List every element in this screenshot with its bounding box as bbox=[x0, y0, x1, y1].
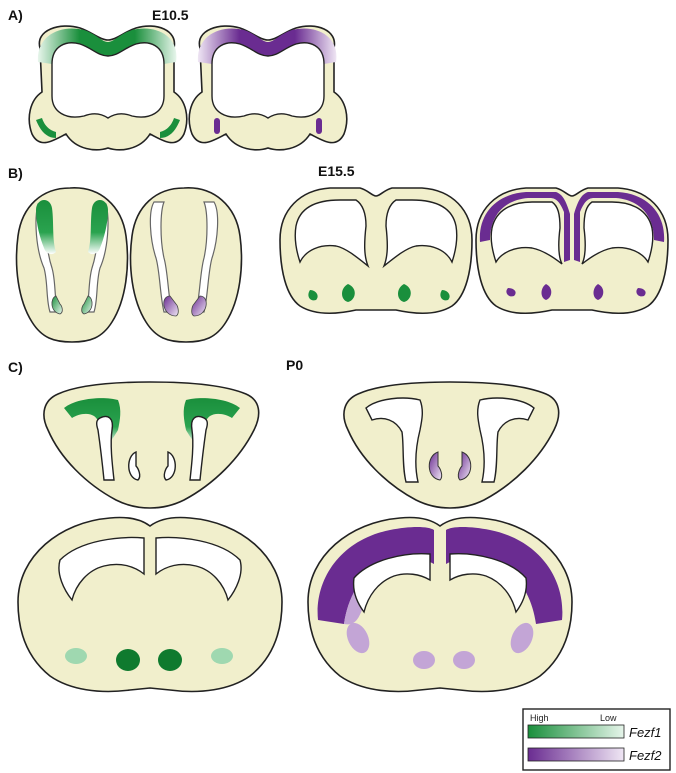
c-section-upper-fezf1 bbox=[44, 382, 259, 508]
legend-gene-fezf1: Fezf1 bbox=[629, 725, 662, 740]
panel-b-stage: E15.5 bbox=[318, 163, 355, 179]
c-section-lower-fezf2 bbox=[308, 517, 572, 691]
panel-a-stage: E10.5 bbox=[152, 7, 189, 23]
legend-gene-fezf2: Fezf2 bbox=[629, 748, 662, 763]
b-section-horizontal-fezf2 bbox=[131, 188, 242, 342]
b-section-horizontal-fezf1 bbox=[17, 188, 128, 342]
panel-b-label: B) bbox=[8, 165, 23, 181]
legend: High Low Fezf1 Fezf2 bbox=[523, 709, 670, 770]
legend-low-label: Low bbox=[600, 713, 617, 723]
panel-c-label: C) bbox=[8, 359, 23, 375]
b-section-coronal-fezf2 bbox=[476, 188, 668, 313]
legend-swatch-fezf2 bbox=[528, 748, 624, 761]
legend-swatch-fezf1 bbox=[528, 725, 624, 738]
legend-high-label: High bbox=[530, 713, 549, 723]
a-brain-fezf2 bbox=[189, 26, 347, 150]
b-section-coronal-fezf1 bbox=[280, 188, 472, 313]
c-section-lower-fezf1 bbox=[18, 517, 282, 691]
panel-a-label: A) bbox=[8, 7, 23, 23]
panel-c-stage: P0 bbox=[286, 357, 303, 373]
a-brain-fezf1 bbox=[29, 26, 187, 150]
c-section-upper-fezf2 bbox=[344, 382, 559, 508]
